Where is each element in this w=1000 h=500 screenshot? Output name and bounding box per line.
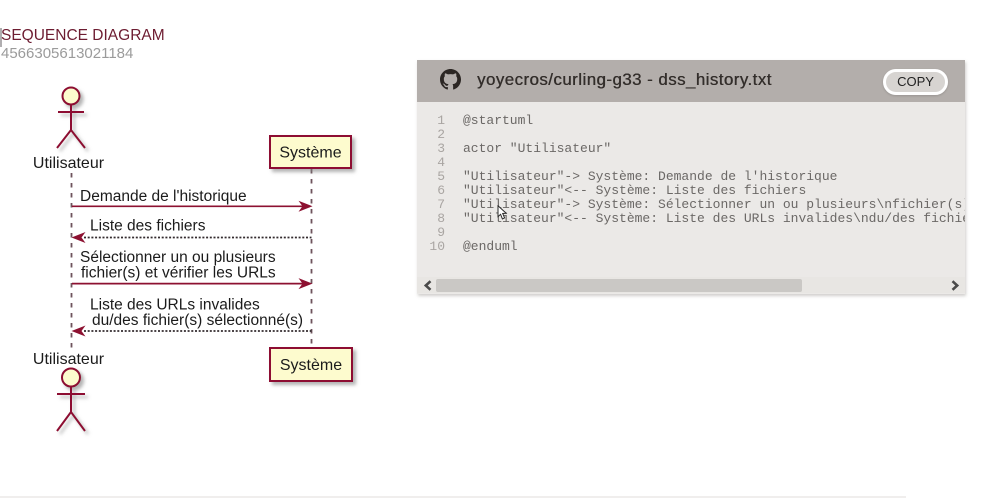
svg-text:Utilisateur: Utilisateur [33, 155, 105, 172]
svg-text:Système: Système [279, 145, 341, 162]
svg-text:fichier(s) et vérifier les URL: fichier(s) et vérifier les URLs [81, 265, 276, 282]
svg-text:Utilisateur: Utilisateur [33, 351, 105, 368]
svg-text:Liste des URLs invalides: Liste des URLs invalides [90, 297, 260, 314]
svg-text:Système: Système [280, 357, 342, 374]
svg-text:Demande de l'historique: Demande de l'historique [80, 188, 247, 205]
svg-text:Sélectionner un ou plusieurs: Sélectionner un ou plusieurs [80, 249, 276, 266]
svg-text:Liste des fichiers: Liste des fichiers [90, 218, 206, 235]
svg-text:du/des fichier(s) sélectionné(: du/des fichier(s) sélectionné(s) [92, 312, 303, 329]
